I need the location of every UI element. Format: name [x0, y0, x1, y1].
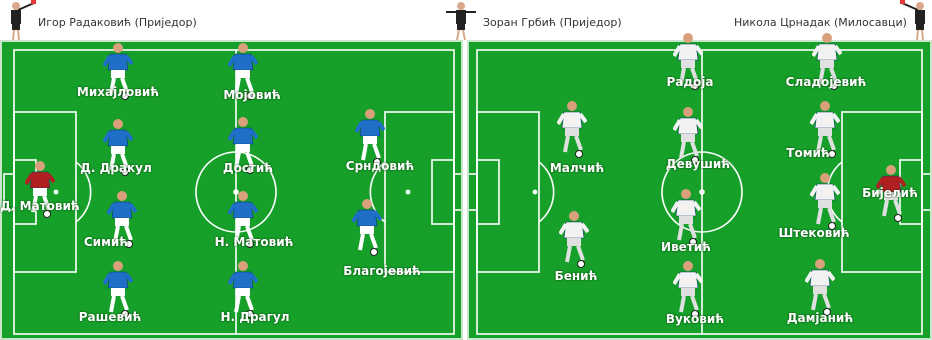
player-name: Рашевић [79, 310, 142, 324]
player-name: Срндовић [346, 159, 414, 173]
referee-bar: Игор Радаковић (Приједор) Зоран Грбић (П… [0, 0, 932, 40]
player-name: Достић [223, 161, 273, 175]
player-name: Иветић [661, 240, 711, 254]
player-name: Сладојевић [786, 75, 867, 89]
player-name: Н. Матовић [215, 235, 294, 249]
player-figure-icon [810, 172, 840, 230]
player-name: Н. Драгул [220, 310, 289, 324]
player-name: Дамјанић [787, 311, 853, 325]
player-figure-icon [671, 188, 701, 246]
player-name: Томић [786, 146, 829, 160]
player-name: Д. Дракул [80, 161, 152, 175]
player-name: Д. Матовић [0, 199, 79, 213]
referee-center-name: Зоран Грбић (Приједор) [483, 16, 622, 29]
player-name: Михајловић [77, 85, 159, 99]
player-name: Бенић [555, 269, 598, 283]
player-name: Мојовић [223, 88, 280, 102]
player-figure-icon [673, 106, 703, 164]
player-figure-icon [673, 260, 703, 318]
player-name: Девушић [666, 157, 730, 171]
referee-center-icon [442, 0, 480, 40]
referee-right-icon [900, 0, 930, 40]
player-figure-icon [559, 210, 589, 268]
player-name: Симић [84, 235, 128, 249]
referee-right-name: Никола Црнадак (Милосавци) [734, 16, 907, 29]
player-figure-icon [805, 258, 835, 316]
referee-left-name: Игор Радаковић (Приједор) [38, 16, 197, 29]
referee-left-icon [6, 0, 36, 40]
player-name: Благојевић [343, 264, 421, 278]
player-name: Вуковић [666, 312, 724, 326]
player-name: Штековић [778, 226, 849, 240]
player-name: Бијелић [862, 186, 918, 200]
player-name: Малчић [550, 161, 604, 175]
player-figure-icon [355, 108, 385, 166]
player-figure-icon [557, 100, 587, 158]
player-name: Радоја [666, 75, 713, 89]
player-figure-icon [352, 198, 382, 256]
